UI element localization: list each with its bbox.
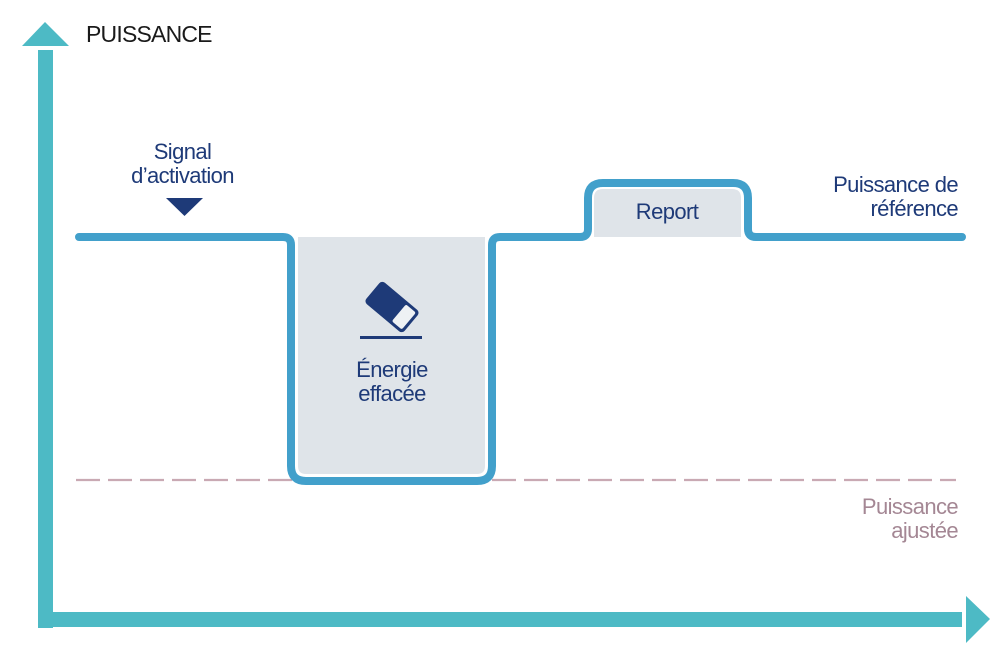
erased-energy-label: Énergie effacée [300, 358, 484, 406]
erased-energy-area [298, 237, 485, 474]
y-axis-arrow-icon [22, 22, 69, 46]
report-label: Report [635, 199, 699, 224]
erased-energy-label-line1: Énergie [356, 357, 428, 382]
activation-signal-label: Signal d’activation [110, 140, 255, 188]
report-area [594, 189, 741, 237]
erased-energy-label-line2: effacée [358, 380, 426, 406]
reference-power-label-line1: Puissance de [833, 172, 958, 197]
x-axis [38, 612, 962, 627]
activation-signal-label-line2: d’activation [131, 162, 234, 188]
reference-power-label-line2: référence [870, 195, 958, 221]
y-axis-label: PUISSANCE [86, 21, 213, 47]
signal-marker-icon [166, 198, 203, 216]
power-curve [75, 179, 966, 485]
reference-power-label: Puissance de référence [833, 173, 958, 221]
eraser-icon [360, 281, 422, 339]
adjusted-power-label-line1: Puissance [861, 494, 959, 519]
activation-signal-label-line1: Signal [153, 139, 212, 164]
y-axis [38, 50, 53, 628]
adjusted-power-label: Puissance ajustée [861, 494, 959, 543]
x-axis-arrow-icon [966, 596, 990, 643]
adjusted-power-label-line2: ajustée [891, 517, 958, 543]
